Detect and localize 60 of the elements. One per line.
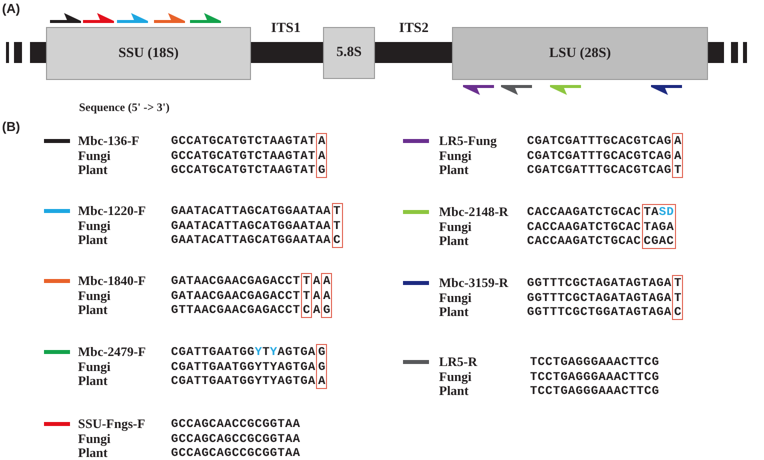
sequence-text: TCCTGAGGGAAACTTCG: [530, 370, 660, 384]
row-label: Plant: [78, 303, 108, 318]
sequence-text: GGTTTCGCTAGATAGTAGAT: [527, 276, 683, 290]
gene-region-box: [323, 27, 375, 79]
sequence-text: GCCAGCAGCCGCGGTAA: [171, 446, 300, 460]
row-label: Fungi: [78, 432, 111, 446]
region-label: ITS1: [271, 22, 301, 36]
panel-label: (A): [2, 2, 20, 16]
row-label: Plant: [78, 446, 108, 460]
primer-name: Mbc-2479-F: [78, 345, 146, 359]
row-label: Fungi: [439, 370, 472, 384]
row-label: Plant: [439, 234, 469, 248]
region-label: SSU (18S): [118, 46, 179, 62]
gene-region-box: [46, 27, 251, 80]
sequence-text: GAATACATTAGCATGGAATAAT: [171, 204, 342, 218]
row-label: Plant: [439, 305, 469, 320]
primer-name: LR5-Fung: [439, 134, 497, 148]
sequence-text: GTTAACGAACGAGACCTCAG: [171, 303, 332, 318]
row-label: Plant: [439, 163, 469, 178]
sequence-text: CGATCGATTTGCACGTCAGA: [527, 148, 683, 163]
row-label: Fungi: [78, 360, 111, 374]
sequence-text: CGATCGATTTGCACGTCAGA: [527, 134, 683, 148]
sequence-text: CGATTGAATGGYTYAGTGAG: [171, 345, 327, 359]
primer-name: Mbc-136-F: [78, 134, 140, 148]
region-label: 5.8S: [336, 45, 362, 61]
sequence-text: GCCATGCATGTCTAAGTATA: [171, 148, 327, 163]
row-label: Plant: [439, 384, 469, 398]
sequence-text: TCCTGAGGGAAACTTCG: [530, 384, 660, 398]
primer-name: LR5-R: [439, 355, 478, 369]
sequence-text: GCCAGCAGCCGCGGTAA: [171, 432, 300, 446]
sequence-text: GGTTTCGCTAGATAGTAGAT: [527, 290, 683, 305]
column-heading: Sequence (5' -> 3'): [79, 101, 170, 115]
sequence-text: CGATTGAATGGYTYAGTGAA: [171, 374, 327, 388]
region-label: LSU (28S): [549, 46, 611, 62]
region-label: ITS2: [399, 22, 429, 36]
sequence-text: GAATACATTAGCATGGAATAAT: [171, 218, 342, 233]
primer-name: Mbc-3159-R: [439, 276, 508, 290]
sequence-text: CGATTGAATGGYTYAGTGAG: [171, 360, 327, 374]
sequence-text: GCCAGCAACCGCGGTAA: [171, 417, 300, 431]
sequence-text: GATAACGAACGAGACCTTAA: [171, 274, 332, 288]
primer-name: Mbc-2148-R: [439, 205, 508, 219]
row-label: Plant: [78, 233, 108, 248]
row-label: Plant: [78, 374, 108, 388]
primer-name: SSU-Fngs-F: [78, 417, 146, 431]
sequence-text: GGTTTCGCTGGATAGTAGAC: [527, 305, 683, 320]
row-label: Fungi: [439, 148, 472, 163]
sequence-text: TCCTGAGGGAAACTTCG: [530, 355, 660, 369]
sequence-text: GATAACGAACGAGACCTTAA: [171, 288, 332, 303]
row-label: Fungi: [78, 288, 111, 303]
primer-name: Mbc-1840-F: [78, 274, 146, 288]
row-label: Fungi: [439, 290, 472, 305]
row-label: Fungi: [78, 218, 111, 233]
sequence-text: GAATACATTAGCATGGAATAAC: [171, 233, 342, 248]
sequence-text: GCCATGCATGTCTAAGTATA: [171, 134, 327, 148]
row-label: Fungi: [78, 148, 111, 163]
gene-region-box: [452, 27, 708, 80]
primer-name: Mbc-1220-F: [78, 204, 146, 218]
row-label: Fungi: [439, 220, 472, 234]
row-label: Plant: [78, 163, 108, 178]
panel-label: (B): [2, 120, 20, 134]
